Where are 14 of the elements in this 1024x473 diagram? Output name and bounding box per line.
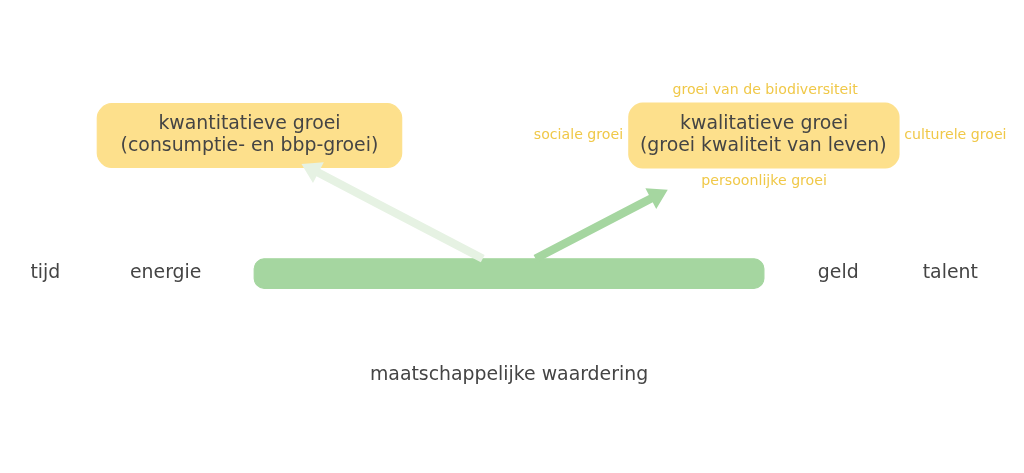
node-box: kwalitatieve groei (groei kwaliteit van leven): [628, 102, 900, 169]
label: tijd: [30, 259, 61, 282]
label: geld: [817, 259, 859, 282]
arrow: [533, 187, 668, 262]
label: energie: [130, 259, 202, 282]
node-label: persoonlijke groei: [701, 171, 827, 188]
label: maatschappelijke waardering: [369, 361, 649, 384]
node-label: groei van de biodiversiteit: [672, 80, 858, 97]
node-label: culturele groei: [904, 125, 1007, 142]
node-band: [253, 257, 765, 289]
node-label: sociale groei: [533, 125, 624, 142]
label: talent: [922, 259, 978, 282]
node-box: kwantitatieve groei (consumptie- en bbp-groei): [96, 102, 403, 168]
arrow: [301, 161, 485, 262]
